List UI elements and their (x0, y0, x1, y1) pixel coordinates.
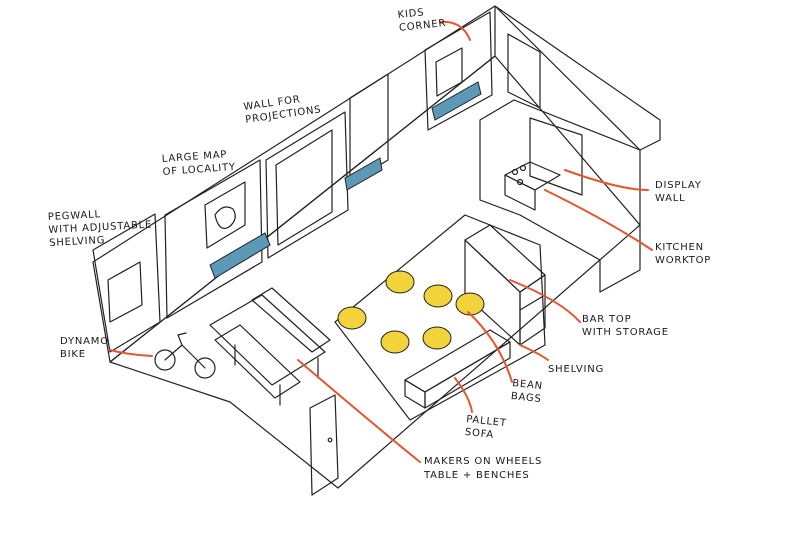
large-map (204, 181, 246, 249)
label-makers-table-1: MAKERS ON WHEELS (424, 456, 542, 467)
label-pegwall-1: PEGWALL (48, 209, 102, 223)
label-kids-corner-1: KIDS (397, 7, 425, 21)
map-wall-panel (164, 159, 263, 319)
kitchen-worktop (504, 161, 561, 211)
label-kitchen-worktop-1: KITCHEN (655, 242, 704, 253)
label-dynamo-bike-2: BIKE (60, 349, 86, 360)
label-bean-bags-2: BAGS (510, 391, 542, 405)
label-shelving-1: SHELVING (548, 364, 604, 375)
label-kids-corner-2: CORNER (399, 18, 447, 34)
label-bar-top: BAR TOP WITH STORAGE (582, 314, 669, 338)
partition-wall (479, 99, 641, 293)
label-bean-bags-1: BEAN (512, 378, 544, 392)
label-dynamo-bike-1: DYNAMO (60, 336, 109, 347)
screen-frame (275, 129, 333, 246)
label-large-map-1: LARGE MAP (161, 149, 227, 165)
kids-display-panel (507, 33, 541, 109)
wall-benches (209, 81, 482, 279)
upper-wall-panel (349, 73, 389, 184)
bean-bags (337, 270, 485, 354)
label-dynamo-bike: DYNAMO BIKE (60, 336, 109, 360)
display-wall-panel (529, 117, 583, 196)
label-pegwall: PEGWALL WITH ADJUSTABLE SHELVING (48, 209, 153, 249)
label-kids-corner: KIDS CORNER (397, 7, 447, 34)
label-bar-top-1: BAR TOP (582, 314, 631, 325)
label-pegwall-3: SHELVING (49, 235, 106, 249)
label-kitchen-worktop: KITCHEN WORKTOP (655, 242, 711, 266)
label-display-wall: DISPLAY WALL (655, 180, 702, 204)
right-back-wall (494, 5, 661, 151)
label-bar-top-2: WITH STORAGE (582, 327, 669, 338)
makers-table (209, 287, 331, 406)
label-makers-table: MAKERS ON WHEELS TABLE + BENCHES (423, 456, 542, 481)
label-shelving: SHELVING (548, 364, 604, 375)
pegwall-panel (92, 213, 161, 353)
projection-wall (265, 111, 349, 259)
bar-top (464, 224, 546, 346)
back-wall (92, 5, 496, 363)
pegboard (107, 261, 143, 323)
door (309, 394, 339, 496)
kids-pegboard (435, 47, 463, 97)
label-bean-bags: BEAN BAGS (510, 378, 543, 405)
pallet-sofa (404, 329, 511, 409)
label-display-wall-1: DISPLAY (655, 180, 702, 191)
label-pallet-sofa: PALLET SOFA (464, 414, 508, 441)
label-large-map-2: OF LOCALITY (162, 162, 236, 178)
label-wall-projections: WALL FOR PROJECTIONS (243, 94, 322, 126)
label-pegwall-2: WITH ADJUSTABLE (48, 220, 152, 236)
label-large-map: LARGE MAP OF LOCALITY (161, 149, 236, 178)
floor (109, 55, 641, 489)
label-makers-table-2: TABLE + BENCHES (423, 470, 530, 481)
leader-lines (109, 20, 653, 463)
label-display-wall-2: WALL (655, 193, 686, 204)
label-pallet-sofa-2: SOFA (464, 427, 494, 441)
dynamo-bike (154, 332, 216, 379)
kids-wall-panel (424, 11, 493, 131)
label-kitchen-worktop-2: WORKTOP (655, 255, 711, 266)
label-pallet-sofa-1: PALLET (466, 414, 508, 429)
